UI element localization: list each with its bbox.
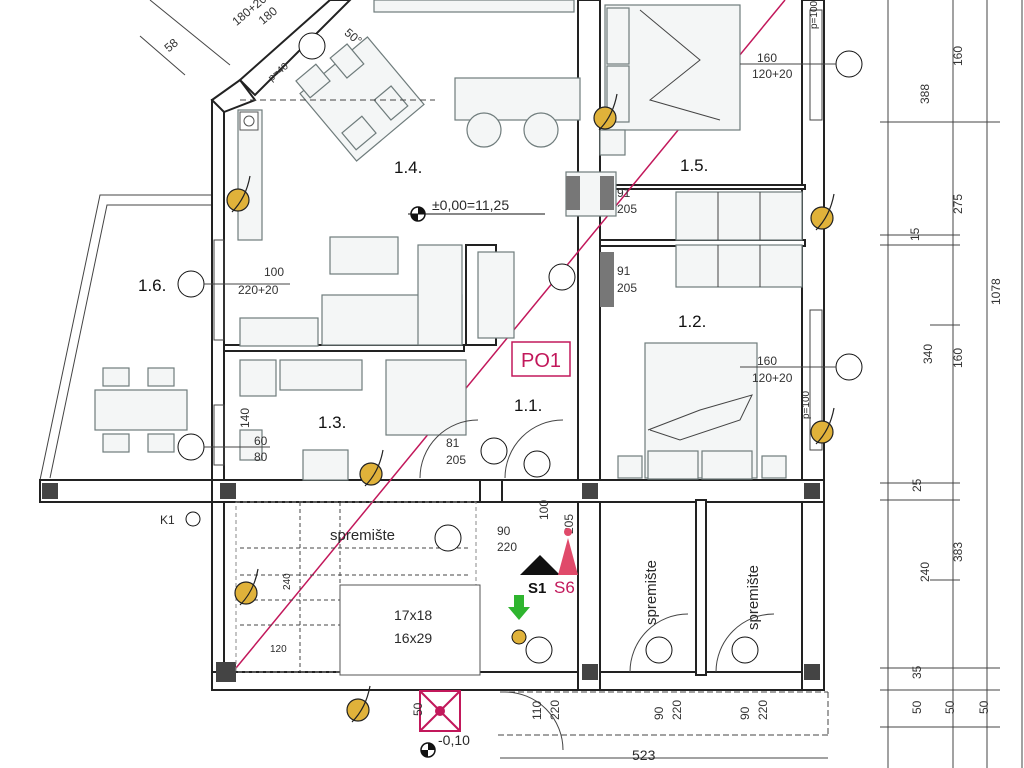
door-1-1-h: 205 [446,453,466,467]
door-entry-w: 110 [530,701,544,720]
window-tag-circle [177,433,205,461]
door-tag-circle [434,524,462,552]
window-tag-circle [835,50,863,78]
door-s2-h: 220 [670,700,684,720]
staircase [235,501,481,676]
entry-marker [419,690,461,732]
s1-marker [520,555,560,575]
window-1-3-h: 80 [254,450,268,464]
dim-120-stair: 120 [270,644,287,655]
bar-stool [523,112,559,148]
door-entry-h: 220 [548,700,562,720]
door-st-w: 90 [497,524,511,538]
entry-arrow-icon [508,595,530,645]
door-s2-w: 90 [652,706,666,720]
dim-50-c3: 50 [977,700,991,714]
dim-160-a: 160 [951,46,965,66]
room-label-1-1: 1.1. [514,396,542,415]
door-hall-w: 100 [537,500,551,520]
dim-25: 25 [910,478,924,492]
sofa [239,236,515,347]
dim-383: 383 [951,542,965,562]
dim-50-bottom: 50 [411,702,425,716]
wardrobe-1-5 [675,191,803,288]
window-1-5-h: 120+20 [752,67,793,81]
room-label-1-2: 1.2. [678,312,706,331]
dim-58: 58 [162,35,181,55]
window-1-2-h: 120+20 [752,371,793,385]
po1-label: PO1 [521,350,561,372]
s1-label: S1 [528,580,546,597]
storage-label-2: spremište [643,560,660,625]
window-tag-circle [835,353,863,381]
stair-dim-b: 16x29 [394,630,432,646]
door-tag-circle [177,270,205,298]
door-c1-h: 205 [617,202,637,216]
windows-right [213,9,823,466]
room-label-1-5: 1.5. [680,156,708,175]
po1-box [511,341,571,377]
door-tag-circle [523,450,551,478]
window-1-5-w: 160 [757,51,777,65]
outdoor-table [94,367,188,453]
window-1-2-w: 160 [757,354,777,368]
k1-label: K1 [160,513,175,527]
bed-1-5 [599,4,741,156]
door-1-6-h: 220+20 [238,283,279,297]
p100-mid: p=100 [801,390,812,419]
bath-fixtures [239,359,467,481]
terrace [39,194,221,503]
dim-1078: 1078 [989,278,1003,305]
door-tag-circle [525,636,553,664]
width-140: 140 [238,408,252,428]
door-c2-h: 205 [617,281,637,295]
door-tag-circle [548,263,576,291]
level-marker-entry [420,742,436,758]
dim-240-stair: 240 [282,573,293,590]
dim-50-c1: 50 [910,700,924,714]
dim-35: 35 [910,665,924,679]
room-label-1-4: 1.4. [394,158,422,177]
door-c1-w: 91 [617,186,631,200]
window-1-3-w: 60 [254,434,268,448]
p100-top: p=100 [809,0,820,29]
storage-label-3: spremište [745,565,762,630]
dimension-lines-right [880,0,1023,768]
fireplace [237,109,263,241]
level-marker-main [408,206,545,222]
door-tag-circle [645,636,673,664]
dim-388: 388 [918,84,932,104]
door-s3-h: 220 [756,700,770,720]
bar-stool [466,112,502,148]
room-label-1-3: 1.3. [318,413,346,432]
door-st-h: 220 [497,540,517,554]
kitchen-island [454,77,581,121]
dim-50-c2: 50 [943,700,957,714]
s6-label: S6 [554,578,575,597]
door-1-6-w: 100 [264,265,284,279]
door-c2-w: 91 [617,264,631,278]
dim-275: 275 [951,194,965,214]
level-entry: -0,10 [438,732,470,748]
dim-523: 523 [632,747,656,763]
s6-marker [558,538,578,575]
door-tag-circle [298,32,326,60]
door-s3-w: 90 [738,706,752,720]
dim-15: 15 [908,227,922,241]
dining-set [295,36,425,162]
door-1-1-w: 81 [446,436,460,450]
level-main: ±0,00=11,25 [432,197,509,213]
storage-label-1: spremište [330,527,395,544]
dim-160-b: 160 [951,348,965,368]
bed-1-2 [617,342,787,480]
k1-circle [185,511,201,527]
tag-symbol-icons [226,93,835,723]
room-label-1-6: 1.6. [138,276,166,295]
stair-dim-a: 17x18 [394,607,432,623]
door-tag-circle [480,437,508,465]
door-tag-circle [731,636,759,664]
dim-240: 240 [918,562,932,582]
dim-340: 340 [921,344,935,364]
